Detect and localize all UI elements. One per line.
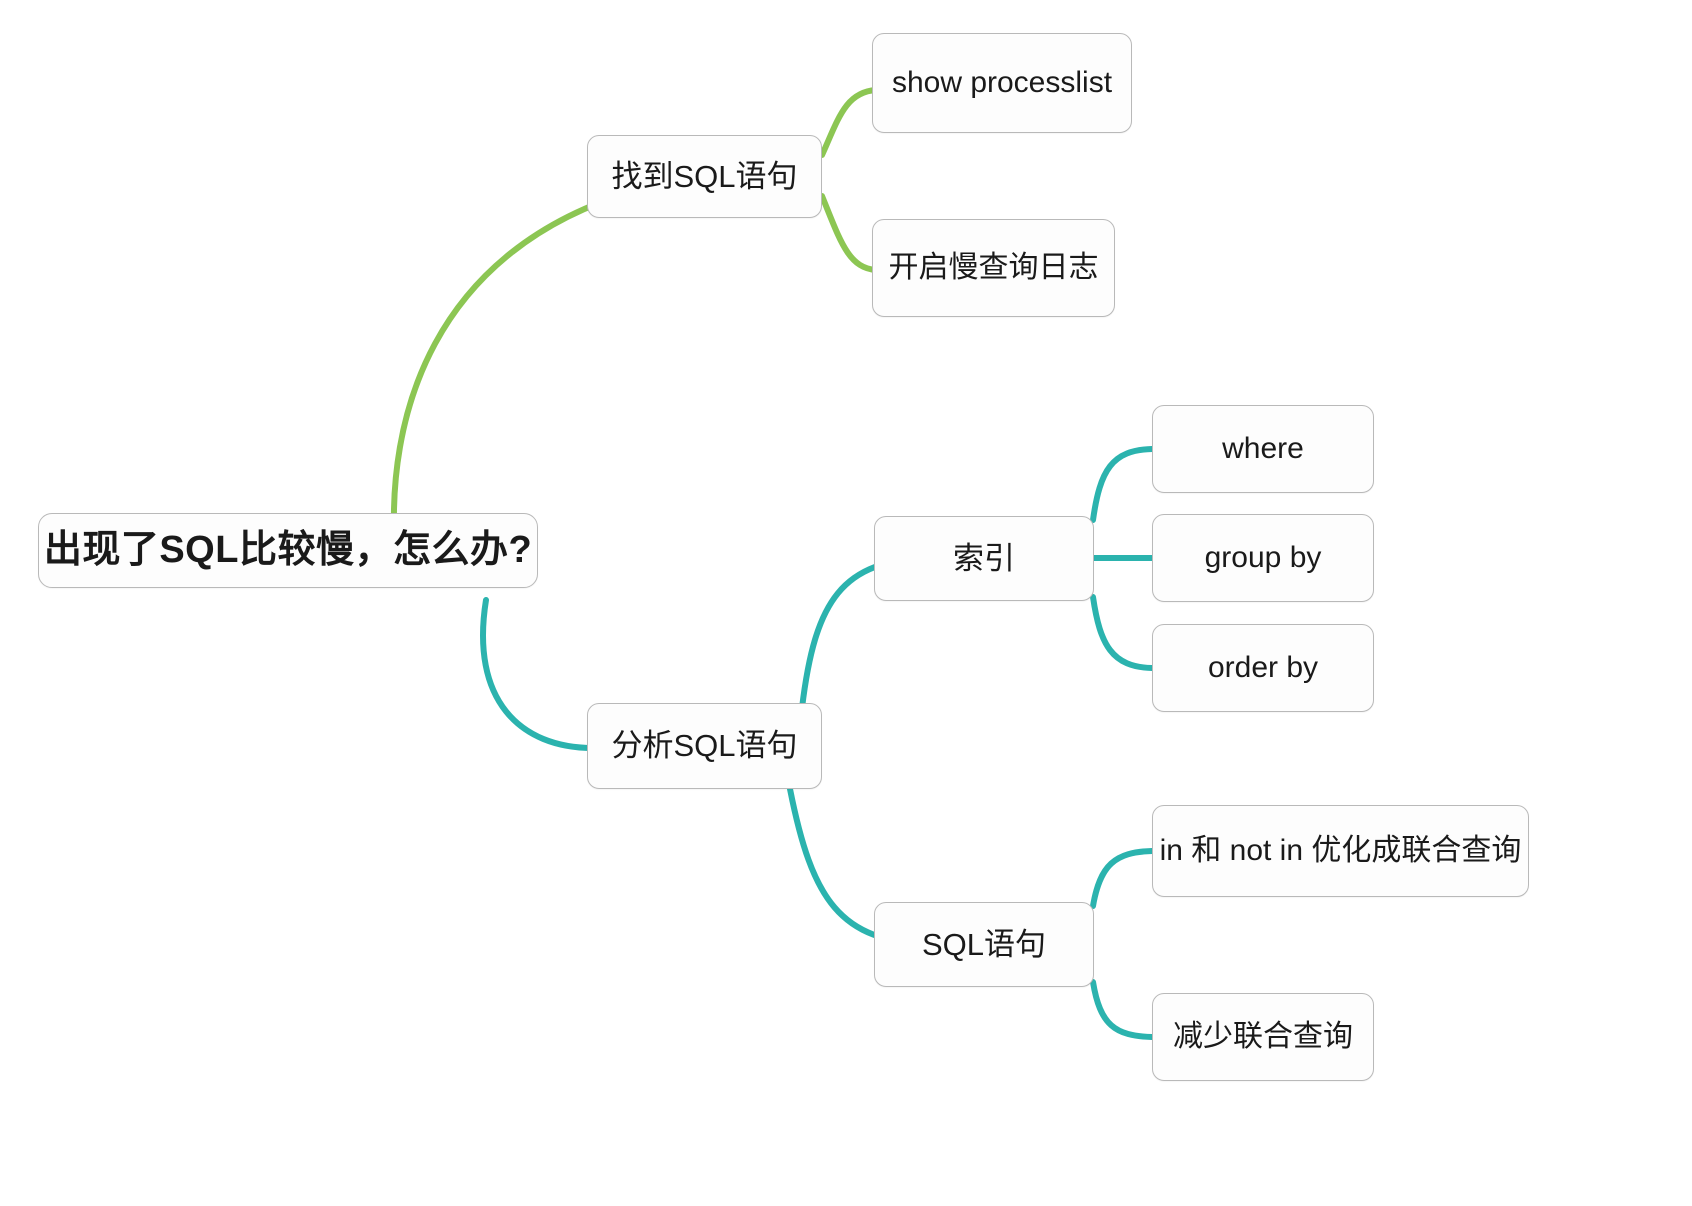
edge-root-to-analyze-sql	[480, 597, 596, 751]
mindmap-node-show-processlist[interactable]: show processlist	[872, 33, 1132, 133]
node-label-reduce-join: 减少联合查询	[1173, 1020, 1353, 1053]
edge-index-to-where	[1090, 446, 1155, 523]
mindmap-node-index[interactable]: 索引	[874, 516, 1094, 601]
edge-index-to-order-by	[1090, 594, 1155, 671]
node-label-show-processlist: show processlist	[891, 66, 1113, 99]
mindmap-node-in-not-in[interactable]: in 和 not in 优化成联合查询	[1152, 805, 1529, 897]
mindmap-node-analyze-sql[interactable]: 分析SQL语句	[587, 703, 822, 789]
mindmap-node-sql-statement[interactable]: SQL语句	[874, 902, 1094, 987]
node-label-slow-query-log: 开启慢查询日志	[888, 251, 1099, 284]
node-label-where: where	[1222, 432, 1304, 465]
node-label-sql-statement: SQL语句	[921, 926, 1047, 962]
mindmap-node-slow-query-log[interactable]: 开启慢查询日志	[872, 219, 1115, 317]
edge-root-to-find-sql	[390, 187, 640, 553]
edge-find-sql-to-slow-query-log	[819, 193, 879, 273]
mindmap-root-node[interactable]: 出现了SQL比较慢，怎么办?	[38, 513, 538, 588]
root-label: 出现了SQL比较慢，怎么办?	[43, 528, 533, 571]
mindmap-node-find-sql[interactable]: 找到SQL语句	[587, 135, 822, 218]
mindmap-node-where[interactable]: where	[1152, 405, 1374, 493]
node-label-order-by: order by	[1207, 651, 1319, 684]
edge-sql-statement-to-in-not-in	[1090, 848, 1155, 909]
edge-sql-statement-to-reduce-join	[1090, 979, 1155, 1040]
node-label-find-sql: 找到SQL语句	[611, 158, 798, 194]
edge-find-sql-to-show-processlist	[819, 87, 879, 158]
node-label-analyze-sql: 分析SQL语句	[611, 728, 798, 764]
node-label-index: 索引	[953, 540, 1015, 576]
node-label-in-not-in: in 和 not in 优化成联合查询	[1159, 834, 1522, 867]
mindmap-node-order-by[interactable]: order by	[1152, 624, 1374, 712]
mindmap-node-group-by[interactable]: group by	[1152, 514, 1374, 602]
mindmap-node-reduce-join[interactable]: 减少联合查询	[1152, 993, 1374, 1081]
node-label-group-by: group by	[1204, 541, 1322, 574]
